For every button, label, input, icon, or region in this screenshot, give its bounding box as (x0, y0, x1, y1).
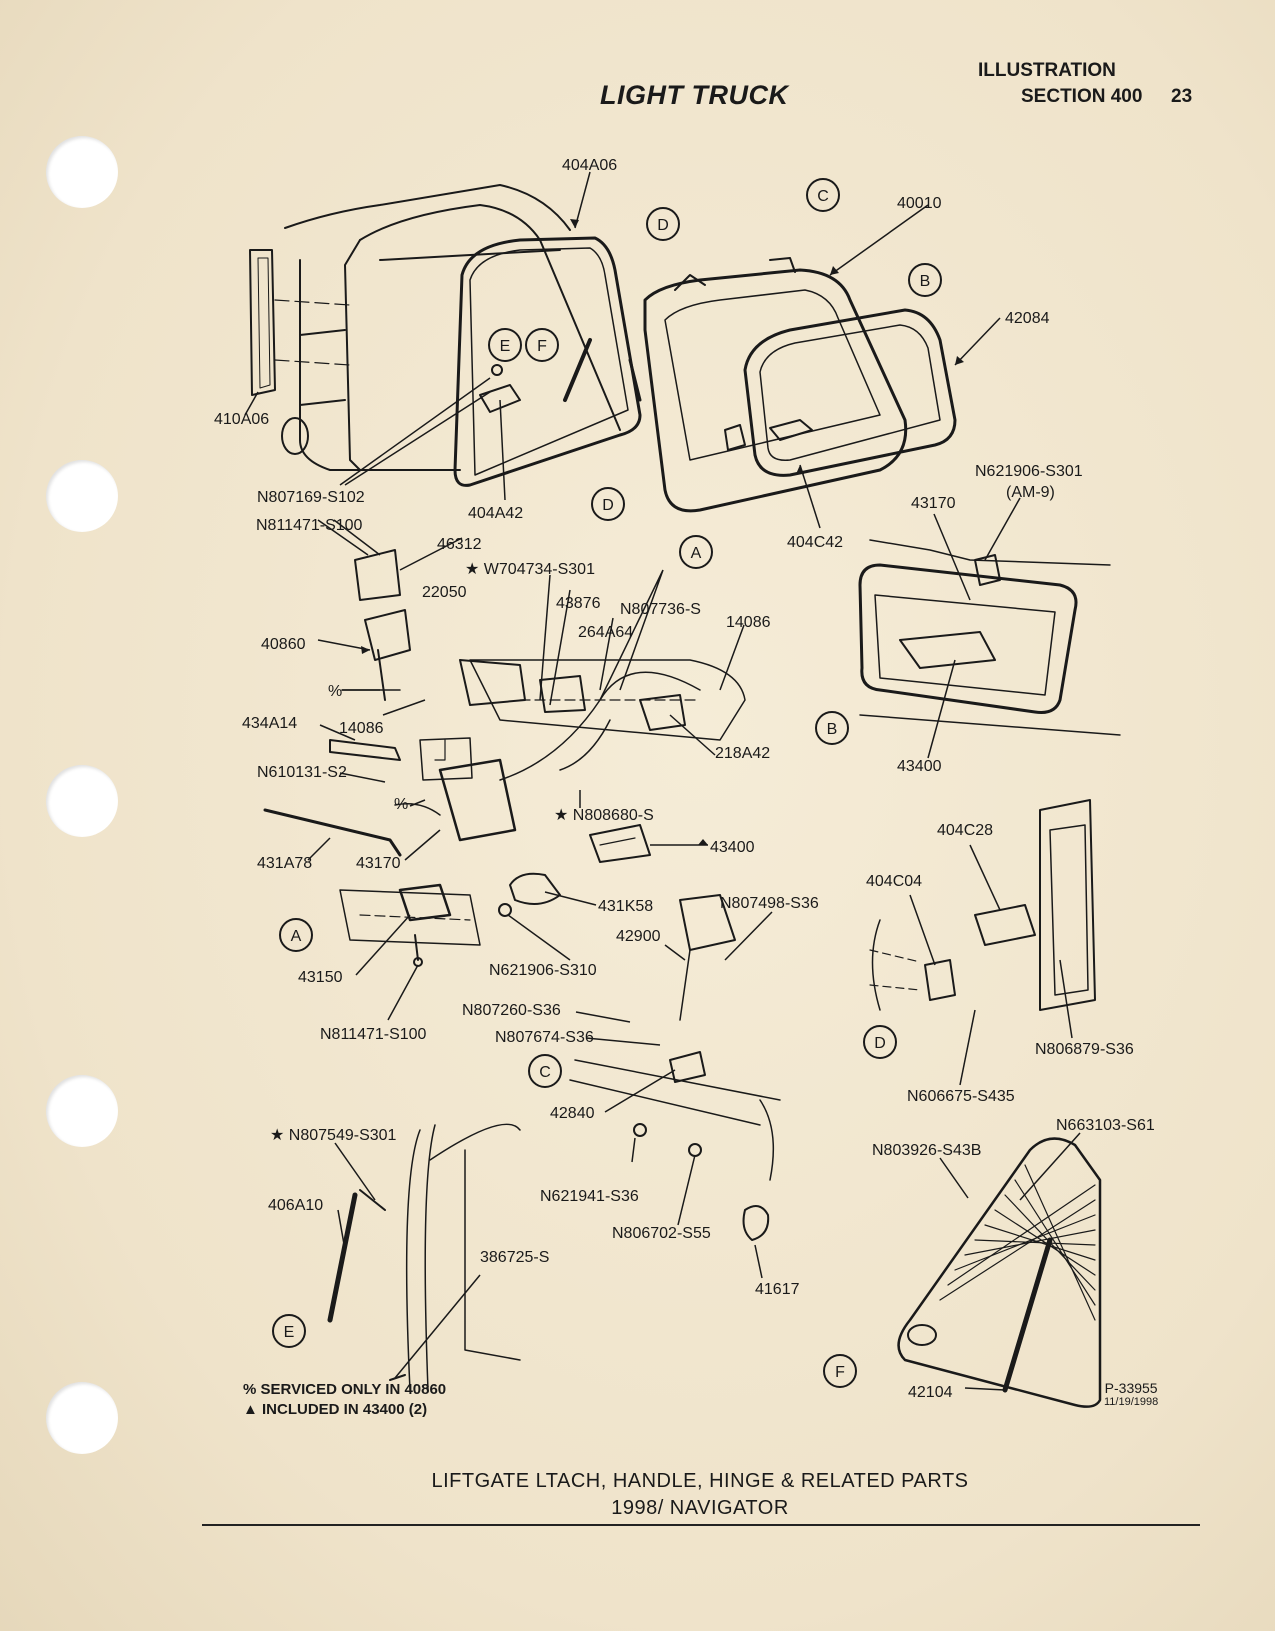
part-label: N621906-S310 (489, 962, 597, 979)
part-label: 404A06 (562, 157, 617, 174)
part-label: 43400 (710, 839, 755, 856)
part-label: 43400 (897, 758, 942, 775)
part-label: 386725-S (480, 1249, 549, 1266)
reference-number: P-33955 (1104, 1380, 1158, 1396)
part-label: 404C04 (866, 873, 922, 890)
part-label: ★ N807549-S301 (270, 1127, 397, 1144)
part-label: 41617 (755, 1281, 800, 1298)
detail-f-marker: F (835, 1364, 845, 1381)
part-label: N610131-S2 (257, 764, 347, 781)
detail-b-marker: B (827, 721, 838, 738)
part-label: 14086 (726, 614, 771, 631)
part-label: 406A10 (268, 1197, 323, 1214)
part-label: 42084 (1005, 310, 1050, 327)
part-label: 22050 (422, 584, 467, 601)
binder-hole (46, 1382, 118, 1454)
part-label: 14086 (339, 720, 384, 737)
part-label: ★ W704734-S301 (465, 561, 595, 578)
binder-hole (46, 136, 118, 208)
illustration-reference: P-33955 11/19/1998 (1104, 1380, 1158, 1408)
part-label: 434A14 (242, 715, 297, 732)
part-label: 431A78 (257, 855, 312, 872)
caption-line-1: LIFTGATE LTACH, HANDLE, HINGE & RELATED … (431, 1470, 969, 1492)
part-label: 404A42 (468, 505, 523, 522)
part-label: N807674-S36 (495, 1029, 594, 1046)
part-label: 404C42 (787, 534, 843, 551)
part-label: ★ N808680-S (554, 807, 654, 824)
detail-a-marker: A (291, 928, 302, 945)
part-label: N807260-S36 (462, 1002, 561, 1019)
note-serviced: % SERVICED ONLY IN 40860 (243, 1381, 447, 1398)
part-label: N811471-S100 (256, 517, 363, 534)
part-label: 218A42 (715, 745, 770, 762)
part-label: % (394, 796, 408, 813)
section-heading: SECTION 400 (1021, 86, 1143, 107)
binder-hole (46, 1075, 118, 1147)
part-label: 404C28 (937, 822, 993, 839)
callout-f: F (537, 338, 547, 355)
part-label: 42900 (616, 928, 661, 945)
part-label: 43170 (356, 855, 401, 872)
part-label: 410A06 (214, 411, 269, 428)
caption-line-2: 1998/ NAVIGATOR (611, 1497, 789, 1519)
part-label: N806879-S36 (1035, 1041, 1134, 1058)
part-label: N807169-S102 (257, 489, 365, 506)
callout-e: E (500, 338, 511, 355)
callout-b: B (920, 273, 931, 290)
detail-d-marker: D (874, 1035, 886, 1052)
part-label: 264A64 (578, 624, 633, 641)
part-label: N606675-S435 (907, 1088, 1015, 1105)
part-label: N807736-S (620, 601, 701, 618)
part-label: 431K58 (598, 898, 653, 915)
illustration-heading: ILLUSTRATION (978, 60, 1116, 81)
part-label: N807498-S36 (720, 895, 819, 912)
part-label: N803926-S43B (872, 1142, 981, 1159)
part-label: N663103-S61 (1056, 1117, 1155, 1134)
detail-e-marker: E (284, 1324, 295, 1341)
part-label: (AM-9) (1006, 484, 1055, 501)
part-label: 40010 (897, 195, 942, 212)
part-label: N621941-S36 (540, 1188, 639, 1205)
part-label: N811471-S100 (320, 1026, 427, 1043)
callout-c: C (817, 188, 829, 205)
part-label: 43170 (911, 495, 956, 512)
part-label: 42840 (550, 1105, 595, 1122)
part-label: 43150 (298, 969, 343, 986)
part-label: 40860 (261, 636, 306, 653)
callout-a: A (691, 545, 702, 562)
note-included: ▲ INCLUDED IN 43400 (2) (243, 1401, 428, 1418)
part-label: N621906-S301 (975, 463, 1083, 480)
detail-c-marker: C (539, 1064, 551, 1081)
part-label: % (328, 683, 342, 700)
part-label: N806702-S55 (612, 1225, 711, 1242)
page-number: 23 (1171, 86, 1193, 107)
callout-d: D (657, 217, 669, 234)
binder-hole (46, 460, 118, 532)
part-label: 46312 (437, 536, 482, 553)
callout-d: D (602, 497, 614, 514)
footer-rule (202, 1524, 1200, 1526)
reference-date: 11/19/1998 (1104, 1396, 1159, 1408)
part-label: 42104 (908, 1384, 953, 1401)
part-label: 43876 (556, 595, 601, 612)
binder-hole (46, 765, 118, 837)
page-title: LIGHT TRUCK (600, 80, 789, 110)
